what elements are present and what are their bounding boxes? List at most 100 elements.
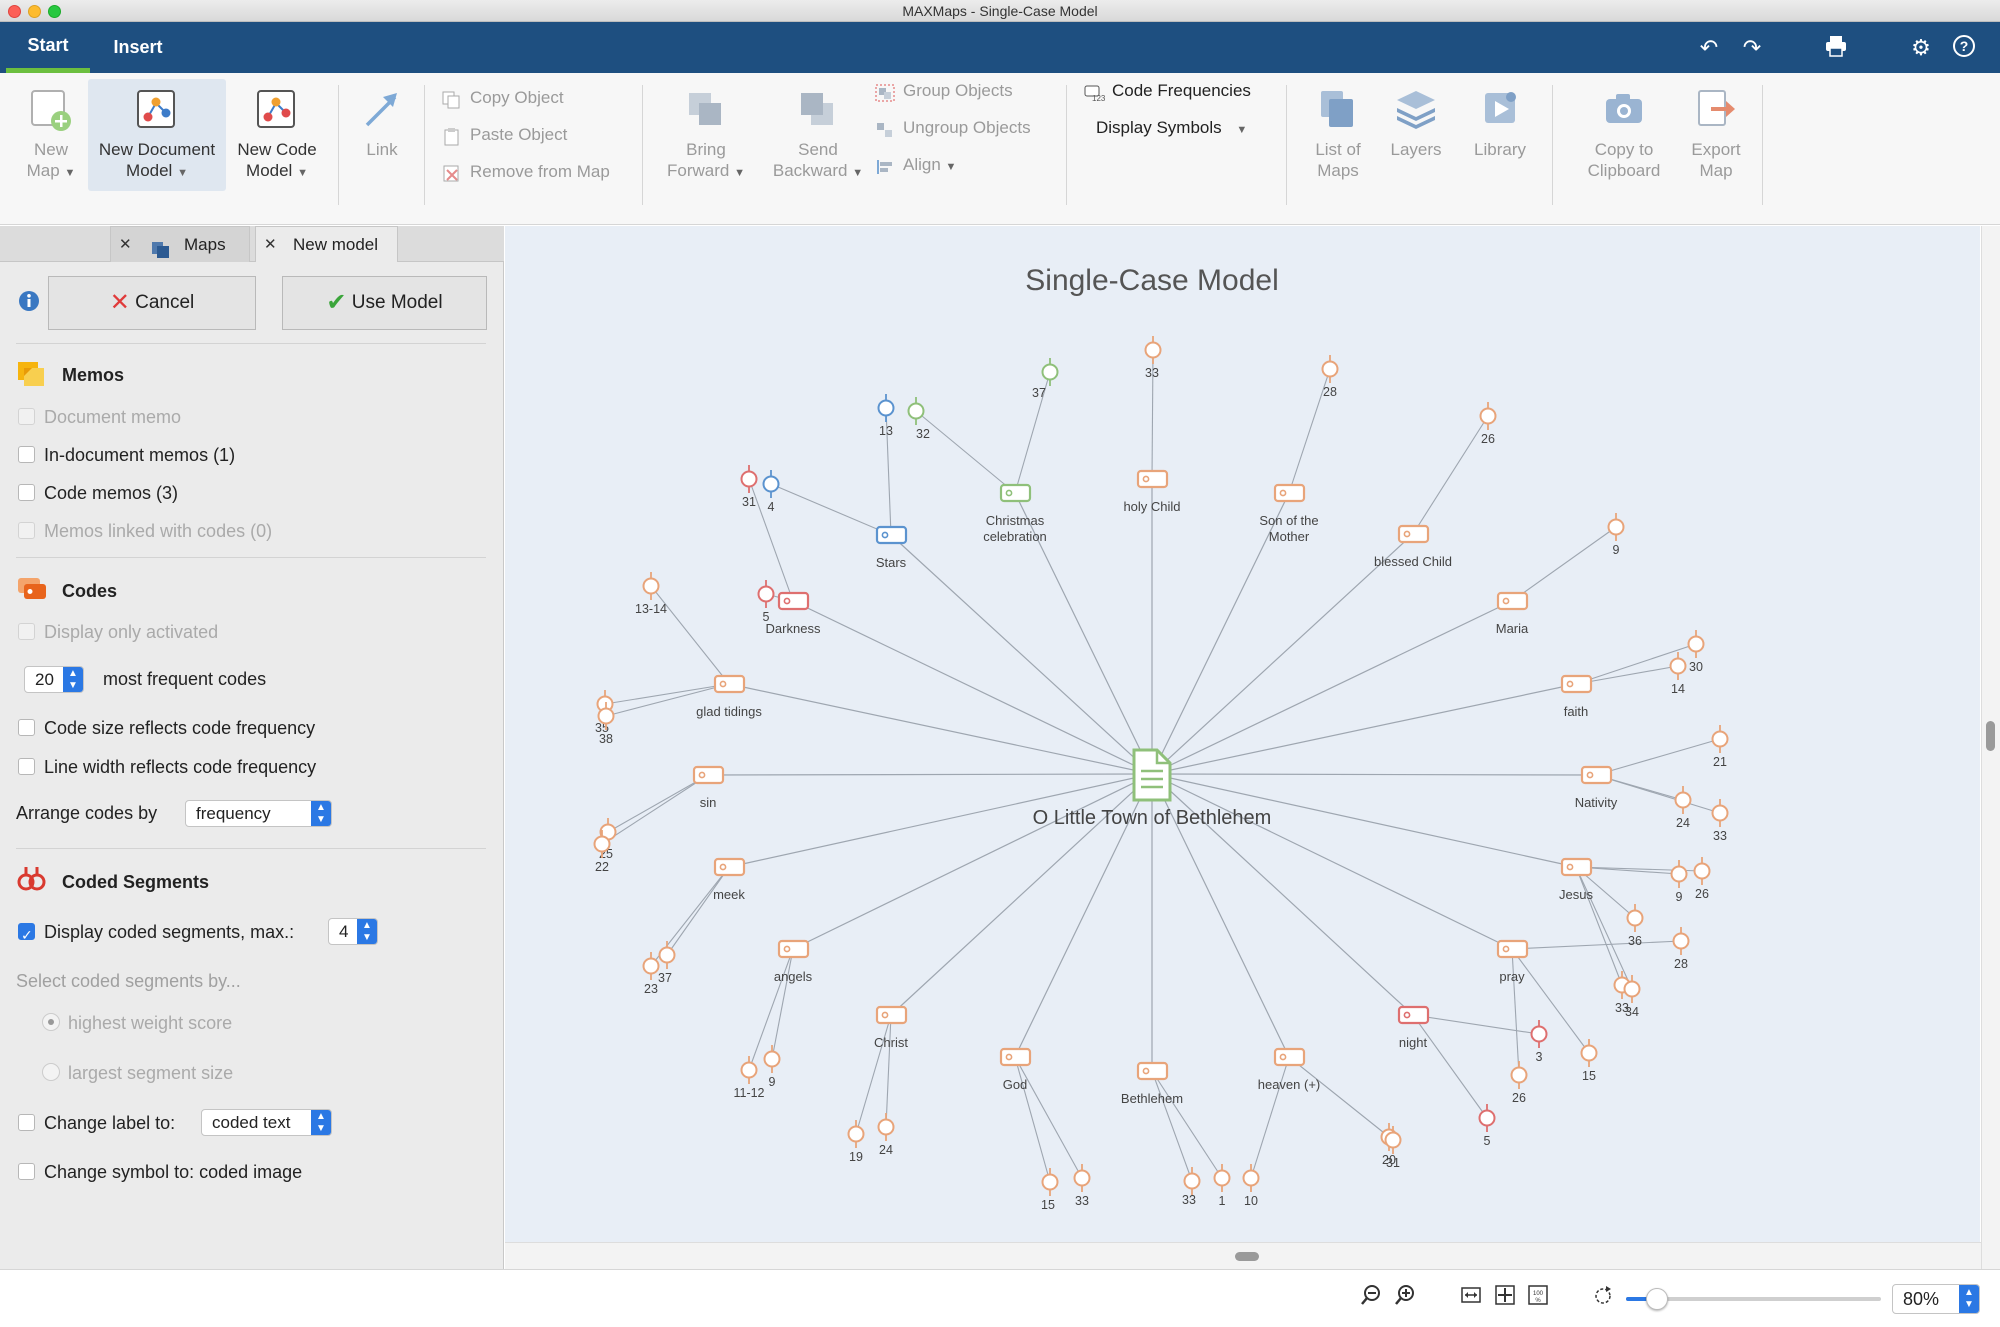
coded-segment-pin[interactable]: 38 bbox=[597, 702, 615, 746]
coded-segment-pin[interactable]: 33 bbox=[1182, 1167, 1201, 1207]
copy-object-button[interactable]: Copy Object bbox=[442, 83, 564, 113]
horizontal-scroll-thumb[interactable] bbox=[1235, 1252, 1259, 1261]
segments-max-stepper[interactable]: 4 ▲▼ bbox=[328, 918, 378, 945]
document-memo-checkbox[interactable]: Document memo bbox=[18, 404, 181, 430]
redo-icon[interactable]: ↷ bbox=[1742, 35, 1762, 60]
change-label-checkbox[interactable]: Change label to: bbox=[18, 1110, 175, 1136]
code-node[interactable]: angels bbox=[774, 939, 813, 984]
coded-segment-pin[interactable]: 15 bbox=[1580, 1039, 1598, 1083]
code-memos-checkbox[interactable]: Code memos (3) bbox=[18, 480, 178, 506]
coded-segment-pin[interactable]: 30 bbox=[1687, 630, 1705, 674]
coded-segment-pin[interactable]: 24 bbox=[1674, 786, 1692, 830]
gear-icon[interactable]: ⚙ bbox=[1911, 35, 1931, 60]
code-node[interactable]: God bbox=[999, 1047, 1032, 1092]
zoom-slider[interactable] bbox=[1626, 1288, 1881, 1310]
export-map-button[interactable]: Export Map bbox=[1678, 79, 1754, 191]
minimize-window-button[interactable] bbox=[28, 5, 41, 18]
use-model-button[interactable]: ✔ Use Model bbox=[282, 276, 487, 330]
coded-segment-pin[interactable]: 4 bbox=[762, 470, 780, 514]
info-icon[interactable] bbox=[18, 290, 40, 317]
send-backward-button[interactable]: Send Backward ▼ bbox=[766, 79, 870, 191]
code-node[interactable]: faith bbox=[1560, 674, 1593, 719]
code-size-checkbox[interactable]: Code size reflects code frequency bbox=[18, 715, 315, 741]
coded-segment-pin[interactable]: 33 bbox=[1711, 799, 1729, 843]
zoom-out-icon[interactable] bbox=[1358, 1284, 1384, 1310]
display-symbols-dropdown[interactable]: Display Symbols ▼ bbox=[1096, 118, 1248, 137]
in-document-memos-checkbox[interactable]: In-document memos (1) bbox=[18, 442, 235, 468]
coded-segment-pin[interactable]: 1 bbox=[1213, 1164, 1231, 1208]
tab-start[interactable]: Start bbox=[6, 22, 90, 73]
coded-segment-pin[interactable]: 26 bbox=[1510, 1061, 1528, 1105]
coded-segment-pin[interactable]: 3 bbox=[1530, 1020, 1548, 1064]
undo-icon[interactable]: ↶ bbox=[1699, 35, 1719, 60]
link-button[interactable]: Link bbox=[350, 79, 414, 191]
coded-segment-pin[interactable]: 9 bbox=[1607, 513, 1625, 557]
bring-forward-button[interactable]: Bring Forward ▼ bbox=[660, 79, 752, 191]
coded-segment-pin[interactable]: 13-14 bbox=[635, 572, 667, 616]
cancel-button[interactable]: ✕ Cancel bbox=[48, 276, 256, 330]
align-button[interactable]: Align ▼ bbox=[875, 150, 956, 180]
coded-segment-pin[interactable]: 23 bbox=[642, 952, 660, 996]
coded-segment-pin[interactable]: 33 bbox=[1073, 1164, 1091, 1208]
coded-segment-pin[interactable]: 34 bbox=[1623, 975, 1641, 1019]
coded-segment-pin[interactable]: 13 bbox=[877, 394, 895, 438]
single-case-model-map[interactable]: Single-Case Model Christmascelebration37… bbox=[505, 226, 1980, 1242]
code-node[interactable]: Jesus bbox=[1559, 857, 1593, 902]
coded-segment-pin[interactable]: 15 bbox=[1041, 1168, 1059, 1212]
code-node[interactable]: Maria bbox=[1496, 591, 1529, 636]
zoom-percent-select[interactable]: 80% ▲▼ bbox=[1892, 1284, 1980, 1314]
coded-segment-pin[interactable]: 36 bbox=[1626, 904, 1644, 948]
memos-linked-checkbox[interactable]: Memos linked with codes (0) bbox=[18, 518, 272, 544]
tab-insert[interactable]: Insert bbox=[113, 37, 163, 57]
largest-segment-radio[interactable]: largest segment size bbox=[18, 1060, 233, 1086]
code-node[interactable]: blessed Child bbox=[1374, 524, 1452, 569]
coded-segment-pin[interactable]: 19 bbox=[847, 1120, 865, 1164]
coded-segment-pin[interactable]: 26 bbox=[1693, 857, 1711, 901]
actual-size-icon[interactable]: 100% bbox=[1525, 1284, 1551, 1310]
coded-segment-pin[interactable]: 24 bbox=[877, 1113, 895, 1157]
library-button[interactable]: Library bbox=[1460, 79, 1540, 191]
list-of-maps-button[interactable]: List of Maps bbox=[1298, 79, 1378, 191]
coded-segment-pin[interactable]: 32 bbox=[907, 397, 930, 441]
coded-segment-pin[interactable]: 33 bbox=[1144, 336, 1162, 380]
coded-segment-pin[interactable]: 31 bbox=[740, 465, 758, 509]
code-node[interactable]: Nativity bbox=[1575, 765, 1618, 810]
coded-segment-pin[interactable]: 26 bbox=[1479, 402, 1497, 446]
line-width-checkbox[interactable]: Line width reflects code frequency bbox=[18, 754, 316, 780]
code-node[interactable]: pray bbox=[1496, 939, 1529, 984]
copy-to-clipboard-button[interactable]: Copy to Clipboard bbox=[1572, 79, 1676, 191]
code-frequencies-button[interactable]: 123 Code Frequencies bbox=[1084, 76, 1251, 106]
maximize-window-button[interactable] bbox=[48, 5, 61, 18]
code-node[interactable]: night bbox=[1397, 1005, 1430, 1050]
coded-segment-pin[interactable]: 9 bbox=[1670, 860, 1688, 904]
new-document-model-button[interactable]: New Document Model ▼ bbox=[88, 79, 226, 191]
zoom-in-icon[interactable] bbox=[1392, 1284, 1418, 1310]
code-node[interactable]: Christ bbox=[874, 1005, 908, 1050]
coded-segment-pin[interactable]: 31 bbox=[1384, 1126, 1402, 1170]
document-node[interactable]: O Little Town of Bethlehem bbox=[1033, 748, 1272, 829]
display-only-activated-checkbox[interactable]: Display only activated bbox=[18, 619, 218, 645]
coded-segment-pin[interactable]: 28 bbox=[1321, 355, 1339, 399]
code-node[interactable]: holy Child bbox=[1123, 469, 1181, 514]
coded-segment-pin[interactable]: 5 bbox=[1478, 1104, 1496, 1148]
horizontal-scrollbar[interactable] bbox=[505, 1242, 1981, 1269]
help-icon[interactable]: ? bbox=[1950, 34, 1978, 62]
layers-button[interactable]: Layers bbox=[1380, 79, 1452, 191]
coded-segment-pin[interactable]: 22 bbox=[593, 830, 611, 874]
arrange-codes-select[interactable]: frequency ▲▼ bbox=[185, 800, 332, 827]
fit-width-icon[interactable] bbox=[1458, 1284, 1484, 1310]
paste-object-button[interactable]: Paste Object bbox=[442, 120, 567, 150]
coded-segment-pin[interactable]: 9 bbox=[763, 1045, 781, 1089]
code-node[interactable]: meek bbox=[713, 857, 745, 902]
change-label-select[interactable]: coded text ▲▼ bbox=[201, 1109, 332, 1136]
close-tab-icon[interactable]: ✕ bbox=[119, 236, 132, 253]
coded-segment-pin[interactable]: 11-12 bbox=[733, 1056, 765, 1100]
print-icon[interactable] bbox=[1822, 34, 1850, 62]
coded-segment-pin[interactable]: 37 bbox=[658, 941, 676, 985]
coded-segment-pin[interactable]: 5 bbox=[757, 580, 775, 624]
close-tab-icon[interactable]: ✕ bbox=[264, 236, 277, 253]
vertical-scrollbar[interactable] bbox=[1981, 226, 2000, 1269]
new-code-model-button[interactable]: New Code Model ▼ bbox=[230, 79, 324, 191]
